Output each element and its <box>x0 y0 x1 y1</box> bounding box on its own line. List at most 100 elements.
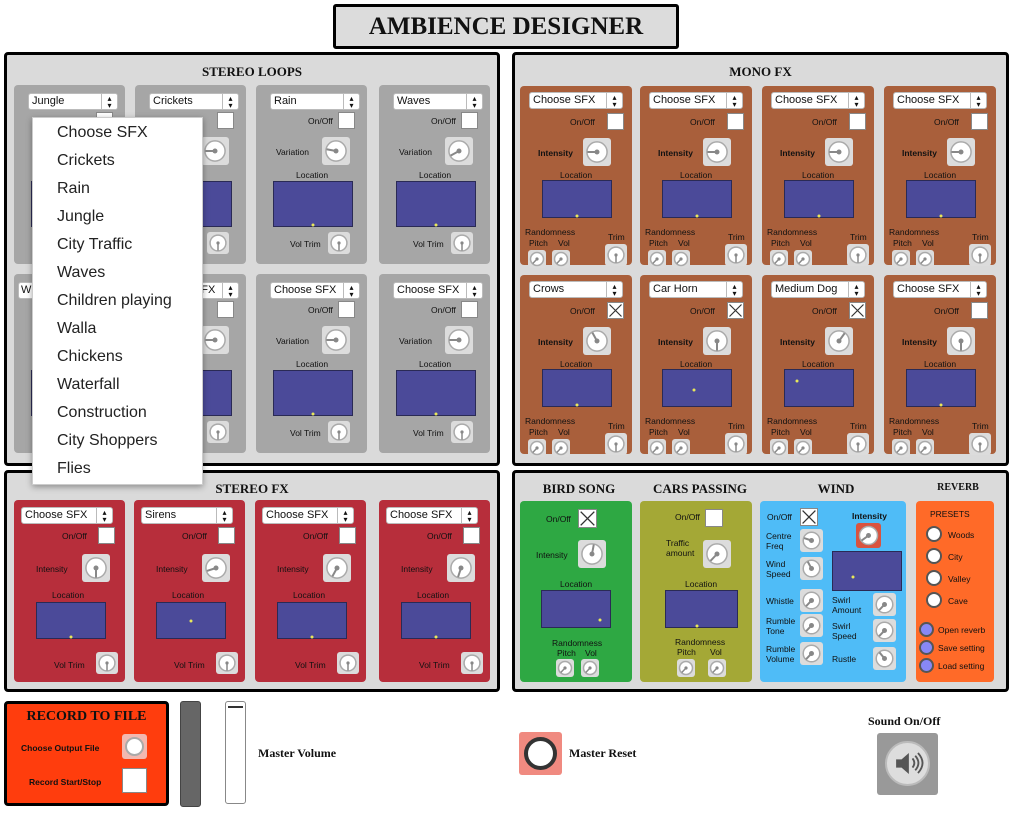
on-off-checkbox[interactable] <box>849 113 866 130</box>
intensity-knob[interactable] <box>578 540 606 568</box>
variation-knob[interactable] <box>201 326 229 354</box>
intensity-knob[interactable] <box>825 327 853 355</box>
on-off-checkbox[interactable] <box>727 113 744 130</box>
intensity-knob[interactable] <box>703 138 731 166</box>
location-pad[interactable] <box>156 602 226 639</box>
sfx-select[interactable]: Crows▴ ▾ <box>529 281 623 298</box>
save-setting-button[interactable] <box>919 640 934 655</box>
on-off-checkbox[interactable] <box>727 302 744 319</box>
vol-trim-knob[interactable] <box>328 232 350 254</box>
master-volume-thumb[interactable] <box>228 705 243 708</box>
on-off-checkbox[interactable] <box>800 508 818 526</box>
location-marker[interactable] <box>575 403 579 407</box>
on-off-checkbox[interactable] <box>578 509 597 528</box>
location-marker[interactable] <box>695 214 699 218</box>
trim-knob[interactable] <box>725 244 747 266</box>
location-pad[interactable] <box>542 369 612 407</box>
dropdown-option[interactable]: Construction <box>57 404 147 421</box>
variation-knob[interactable] <box>445 137 473 165</box>
traffic-amount-knob[interactable] <box>703 540 731 568</box>
trim-knob[interactable] <box>605 244 627 266</box>
on-off-checkbox[interactable] <box>338 112 355 129</box>
on-off-checkbox[interactable] <box>338 301 355 318</box>
location-pad[interactable] <box>665 590 738 628</box>
open-reverb-button[interactable] <box>919 622 934 637</box>
dropdown-option[interactable]: Walla <box>57 320 97 337</box>
trim-knob[interactable] <box>725 433 747 455</box>
on-off-checkbox[interactable] <box>218 527 235 544</box>
vol-trim-knob[interactable] <box>451 421 473 443</box>
choose-output-file-button[interactable] <box>122 734 147 759</box>
intensity-knob[interactable] <box>703 327 731 355</box>
on-off-checkbox[interactable] <box>461 112 478 129</box>
location-marker[interactable] <box>817 214 821 218</box>
dropdown-option[interactable]: Jungle <box>57 208 105 225</box>
sfx-select[interactable]: Waves▴ ▾ <box>393 93 483 110</box>
location-pad[interactable] <box>273 370 353 416</box>
dropdown-option[interactable]: Flies <box>57 460 91 477</box>
randomness-vol-knob[interactable] <box>552 439 570 457</box>
record-start-stop-toggle[interactable] <box>122 768 147 793</box>
location-marker[interactable] <box>434 223 438 227</box>
on-off-checkbox[interactable] <box>607 113 624 130</box>
location-marker[interactable] <box>692 388 696 392</box>
preset-radio-woods[interactable] <box>926 526 942 542</box>
variation-knob[interactable] <box>322 137 350 165</box>
location-marker[interactable] <box>795 379 799 383</box>
intensity-knob[interactable] <box>947 138 975 166</box>
location-marker[interactable] <box>575 214 579 218</box>
trim-knob[interactable] <box>969 244 991 266</box>
dropdown-option[interactable]: Waves <box>57 264 106 281</box>
intensity-knob[interactable] <box>447 554 475 582</box>
on-off-checkbox[interactable] <box>849 302 866 319</box>
preset-radio-valley[interactable] <box>926 570 942 586</box>
vol-trim-knob[interactable] <box>207 232 229 254</box>
load-setting-button[interactable] <box>919 658 934 673</box>
randomness-vol-knob[interactable] <box>672 439 690 457</box>
sfx-select[interactable]: Choose SFX▴ ▾ <box>386 507 478 524</box>
intensity-knob[interactable] <box>583 138 611 166</box>
location-marker[interactable] <box>69 635 73 639</box>
randomness-vol-knob[interactable] <box>916 439 934 457</box>
vol-trim-knob[interactable] <box>207 421 229 443</box>
trim-knob[interactable] <box>847 244 869 266</box>
randomness-vol-knob[interactable] <box>794 250 812 268</box>
sfx-select[interactable]: Crickets▴ ▾ <box>149 93 239 110</box>
randomness-pitch-knob[interactable] <box>528 250 546 268</box>
location-pad[interactable] <box>784 369 854 407</box>
on-off-checkbox[interactable] <box>339 527 356 544</box>
wind-swirl-amount-knob[interactable] <box>873 593 896 616</box>
sfx-select[interactable]: Choose SFX▴ ▾ <box>270 282 360 299</box>
on-off-checkbox[interactable] <box>971 113 988 130</box>
randomness-pitch-knob[interactable] <box>770 439 788 457</box>
intensity-knob[interactable] <box>583 327 611 355</box>
randomness-vol-knob[interactable] <box>794 439 812 457</box>
location-pad[interactable] <box>906 369 976 407</box>
vol-trim-knob[interactable] <box>451 232 473 254</box>
location-marker[interactable] <box>851 575 855 579</box>
randomness-vol-knob[interactable] <box>552 250 570 268</box>
sfx-select[interactable]: Rain▴ ▾ <box>270 93 360 110</box>
randomness-pitch-knob[interactable] <box>528 439 546 457</box>
sfx-select[interactable]: Choose SFX▴ ▾ <box>893 92 987 109</box>
randomness-pitch-knob[interactable] <box>556 659 574 677</box>
location-marker[interactable] <box>939 214 943 218</box>
on-off-checkbox[interactable] <box>461 301 478 318</box>
on-off-checkbox[interactable] <box>217 112 234 129</box>
location-pad[interactable] <box>906 180 976 218</box>
master-reset-button[interactable] <box>519 732 562 775</box>
dropdown-option[interactable]: Rain <box>57 180 90 197</box>
randomness-vol-knob[interactable] <box>916 250 934 268</box>
on-off-checkbox[interactable] <box>217 301 234 318</box>
wind-rumble-tone-knob[interactable] <box>800 614 823 637</box>
wind-centre-freq-knob[interactable] <box>800 529 823 552</box>
dropdown-option[interactable]: Waterfall <box>57 376 120 393</box>
randomness-pitch-knob[interactable] <box>892 250 910 268</box>
variation-knob[interactable] <box>201 137 229 165</box>
intensity-knob[interactable] <box>202 554 230 582</box>
dropdown-option[interactable]: City Shoppers <box>57 432 158 449</box>
dropdown-option[interactable]: Choose SFX <box>57 124 148 141</box>
location-marker[interactable] <box>695 624 699 628</box>
sfx-select[interactable]: Choose SFX▴ ▾ <box>893 281 987 298</box>
